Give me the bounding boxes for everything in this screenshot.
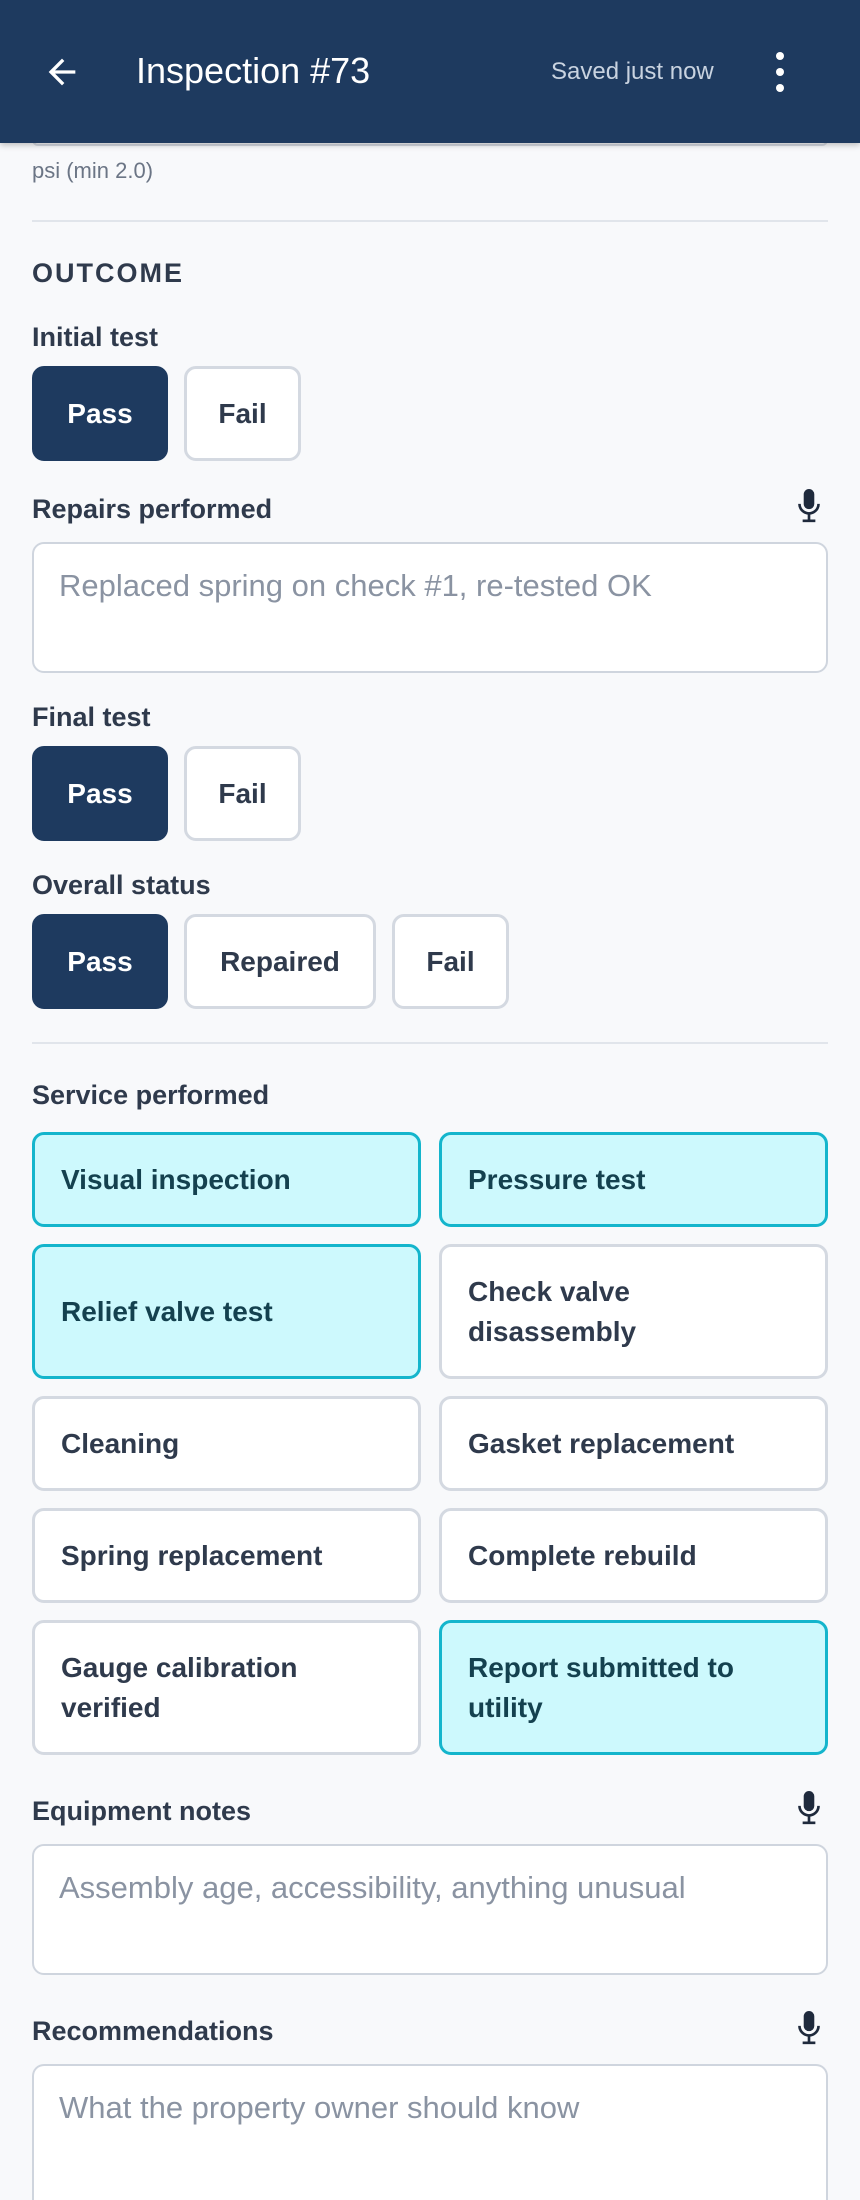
service-chip-relief-valve-test[interactable]: Relief valve test: [32, 1244, 421, 1379]
final-test-fail-button[interactable]: Fail: [184, 746, 301, 841]
service-chip-gauge-calibration-verified[interactable]: Gauge calibration verified: [32, 1620, 421, 1755]
final-test-pass-button[interactable]: Pass: [32, 746, 168, 841]
overall-status-repaired-button[interactable]: Repaired: [184, 914, 376, 1009]
divider: [32, 1042, 828, 1044]
final-test-label: Final test: [32, 702, 151, 732]
more-vert-icon[interactable]: [768, 50, 792, 94]
overall-status-fail-button[interactable]: Fail: [392, 914, 509, 1009]
initial-test-fail-button[interactable]: Fail: [184, 366, 301, 461]
service-chip-pressure-test[interactable]: Pressure test: [439, 1132, 828, 1227]
service-chip-report-submitted[interactable]: Report submitted to utility: [439, 1620, 828, 1755]
service-chip-visual-inspection[interactable]: Visual inspection: [32, 1132, 421, 1227]
divider: [32, 220, 828, 222]
save-status: Saved just now: [551, 58, 714, 85]
microphone-icon[interactable]: [796, 488, 822, 524]
section-title-outcome: OUTCOME: [32, 258, 184, 288]
overall-status-pass-button[interactable]: Pass: [32, 914, 168, 1009]
initial-test-label: Initial test: [32, 322, 159, 352]
service-chip-spring-replacement[interactable]: Spring replacement: [32, 1508, 421, 1603]
repairs-input[interactable]: Replaced spring on check #1, re-tested O…: [32, 542, 828, 673]
page-title: Inspection #73: [136, 50, 371, 91]
recommendations-label: Recommendations: [32, 2016, 274, 2046]
service-chip-check-valve-disassembly[interactable]: Check valve disassembly: [439, 1244, 828, 1379]
arrow-back-icon[interactable]: [42, 52, 82, 92]
recommendations-input[interactable]: What the property owner should know: [32, 2064, 828, 2200]
service-chip-complete-rebuild[interactable]: Complete rebuild: [439, 1508, 828, 1603]
repairs-label: Repairs performed: [32, 494, 273, 524]
app-bar: Inspection #73 Saved just now: [0, 0, 860, 143]
overall-status-label: Overall status: [32, 870, 211, 900]
microphone-icon[interactable]: [796, 2010, 822, 2046]
microphone-icon[interactable]: [796, 1790, 822, 1826]
equipment-notes-input[interactable]: Assembly age, accessibility, anything un…: [32, 1844, 828, 1975]
equipment-notes-label: Equipment notes: [32, 1796, 252, 1826]
service-performed-label: Service performed: [32, 1080, 270, 1110]
service-chip-gasket-replacement[interactable]: Gasket replacement: [439, 1396, 828, 1491]
previous-input-edge[interactable]: [32, 140, 828, 146]
initial-test-pass-button[interactable]: Pass: [32, 366, 168, 461]
service-chip-cleaning[interactable]: Cleaning: [32, 1396, 421, 1491]
pressure-hint: psi (min 2.0): [32, 158, 154, 183]
